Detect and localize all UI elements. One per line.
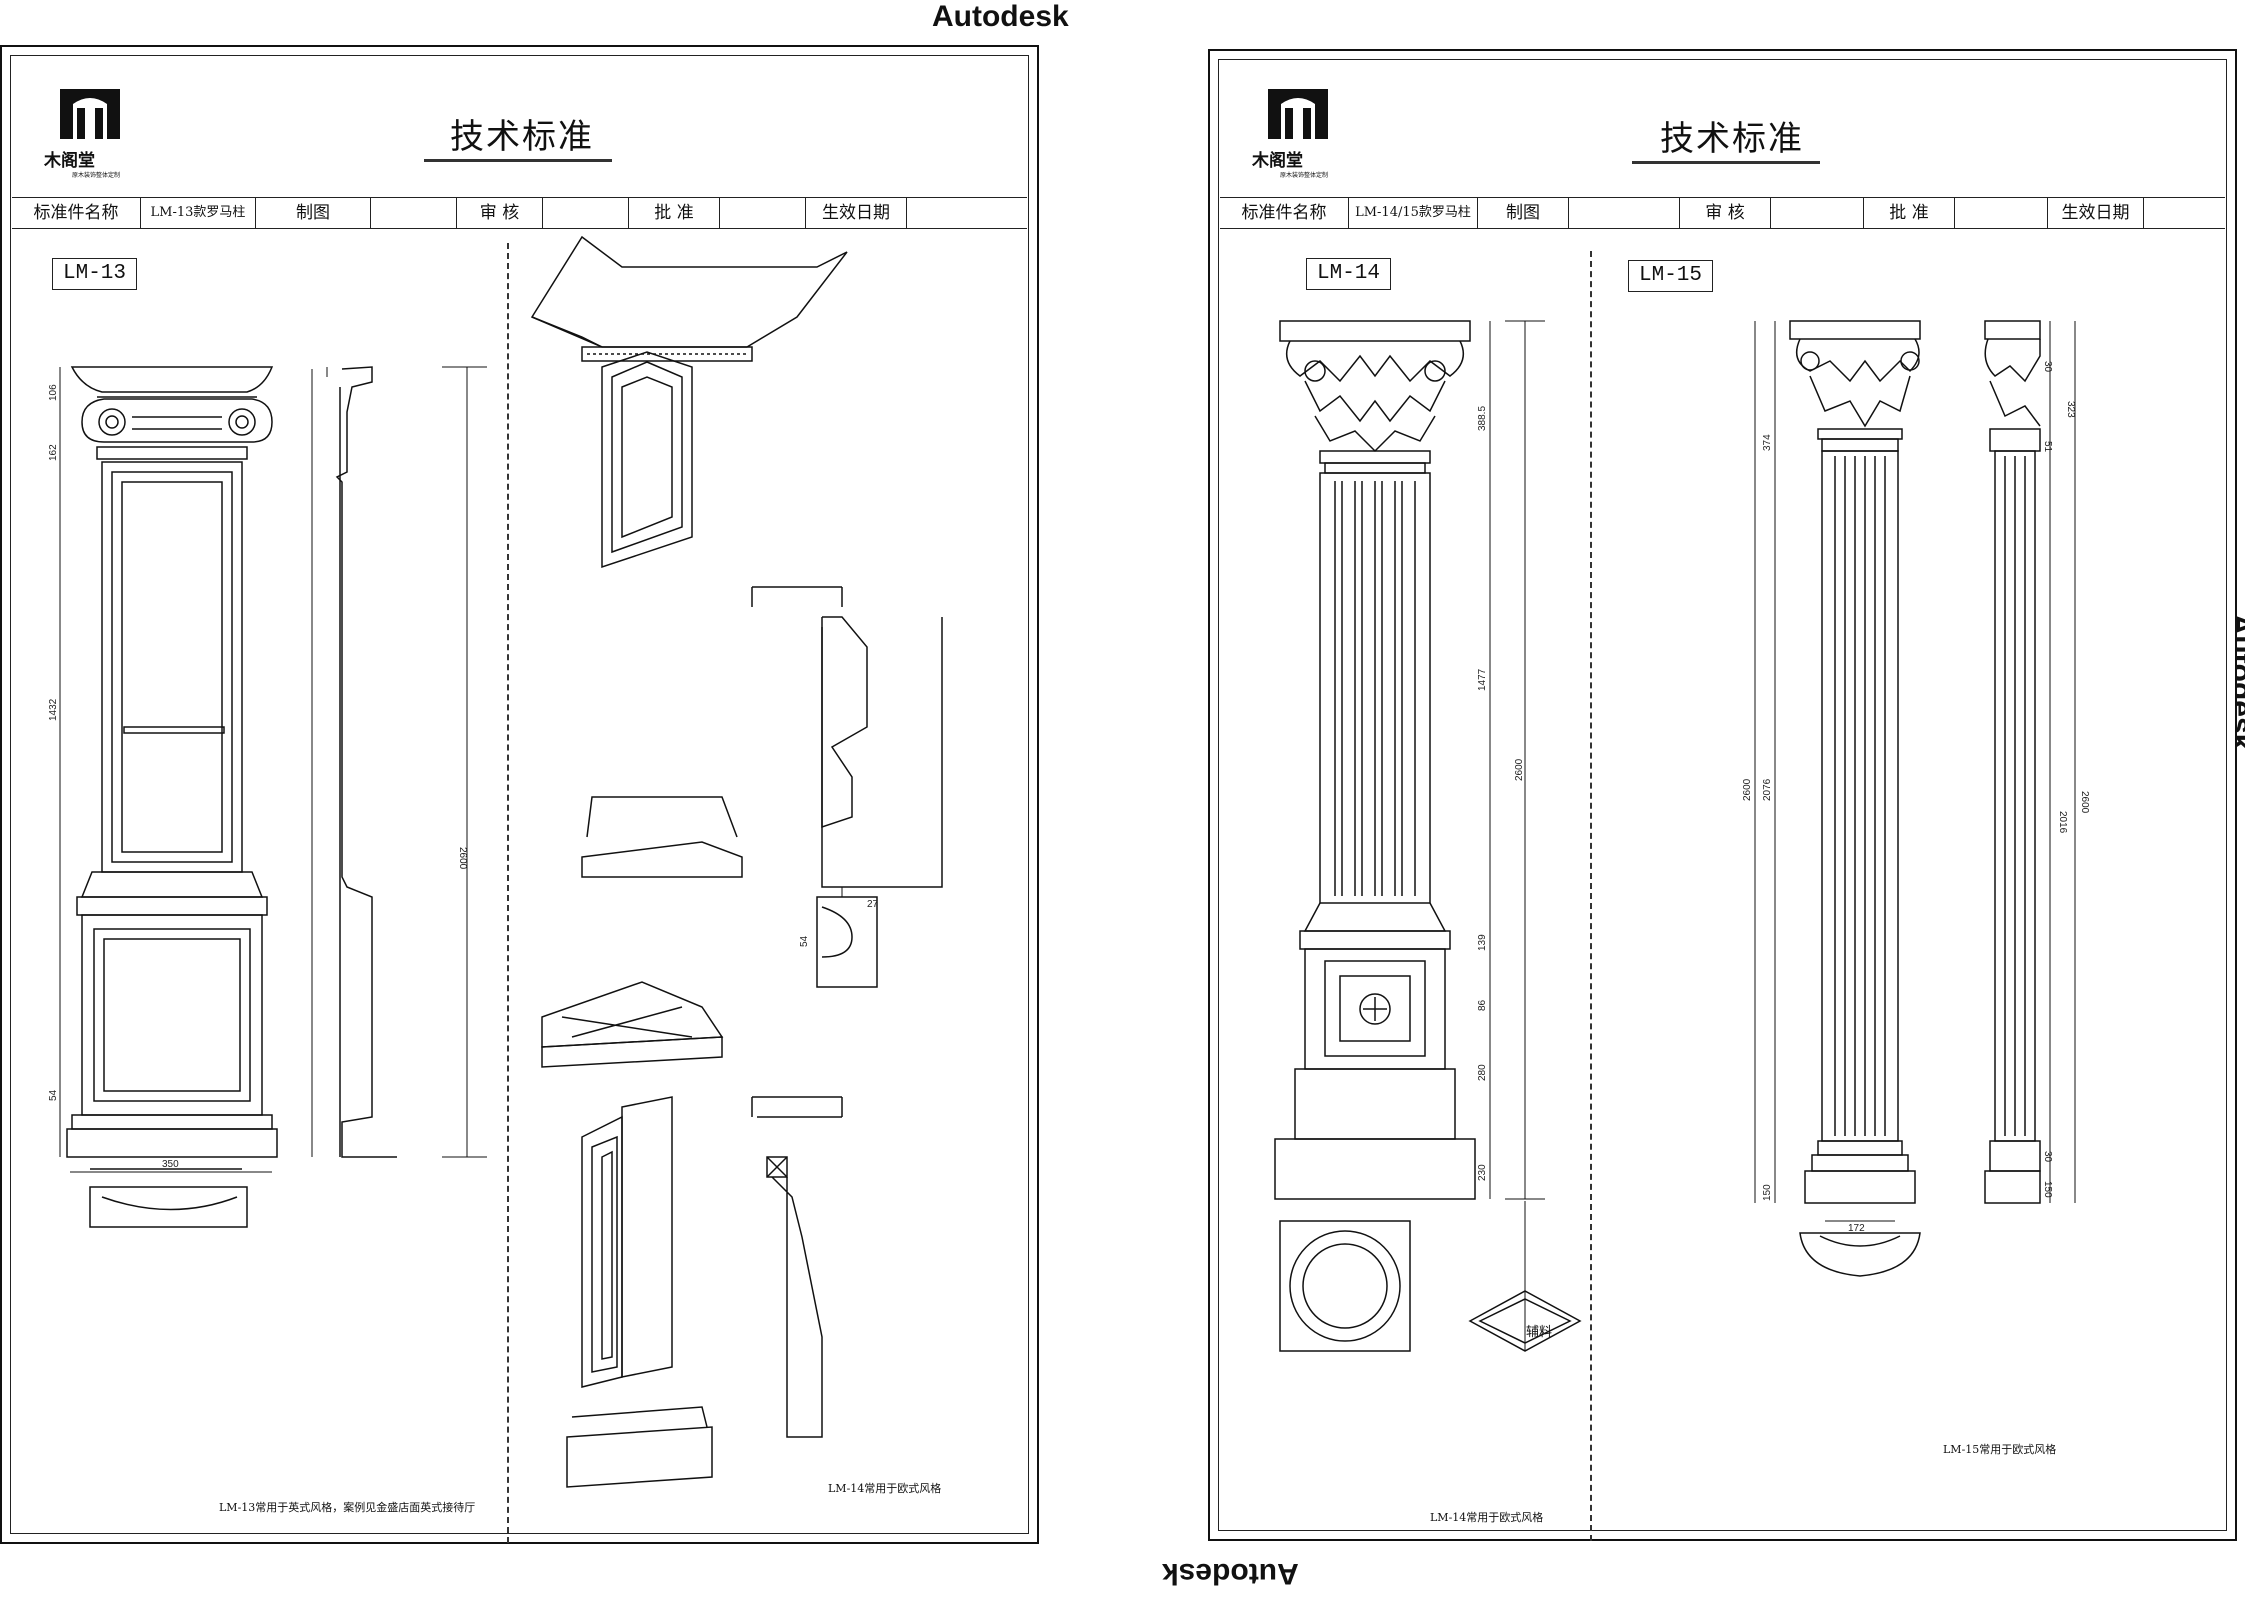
dim-350: 350: [162, 1159, 179, 1170]
logo-mark-icon: [60, 89, 120, 139]
model-label-lm14: LM-14: [1306, 258, 1392, 290]
dim-51: 51: [2042, 441, 2053, 453]
tb-value-review: [1771, 198, 1864, 228]
tb-label-part-name: 标准件名称: [12, 198, 141, 228]
dim-2076: 2076: [1762, 778, 1773, 801]
section-divider: [1590, 251, 1592, 1541]
logo-name: 木阁堂: [1252, 151, 1303, 171]
tb-value-part-name: LM-14/15款罗马柱: [1349, 198, 1478, 228]
dim-150-b: 150: [2042, 1181, 2053, 1198]
dim-2600-a: 2600: [1514, 758, 1525, 781]
dim-388-5: 388.5: [1477, 406, 1488, 431]
dim-374: 374: [1762, 434, 1773, 451]
company-logo: 木阁堂 原木装饰整体定制: [1250, 84, 1370, 184]
dim-2016: 2016: [2057, 811, 2068, 834]
tb-value-drawn: [1569, 198, 1680, 228]
tb-label-drawn: 制图: [1478, 198, 1569, 228]
tb-value-effective-date: [2144, 198, 2225, 228]
sheet-lm14-15: 木阁堂 原木装饰整体定制 技术标准 标准件名称 LM-14/15款罗马柱 制图 …: [1208, 49, 2237, 1541]
dim-162: 162: [48, 444, 59, 461]
dim-1432: 1432: [48, 698, 59, 721]
logo-mark-icon: [1268, 89, 1328, 139]
note-lm13-usage: LM-13常用于英式风格，案例见金盛店面英式接待厅: [219, 1501, 476, 1514]
dim-150: 150: [1762, 1184, 1773, 1201]
tb-value-effective-date: [907, 198, 1027, 228]
sheet-lm13: 木阁堂 原木装饰整体定制 技术标准 标准件名称 LM-13款罗马柱 制图 审 核…: [0, 45, 1039, 1544]
aux-material-label: 辅料: [1526, 1325, 1553, 1340]
lm15-column-elevation: 374 2600 2076 150 172 323 51 30 2600 201…: [1742, 320, 2090, 1277]
tb-value-approve: [720, 198, 806, 228]
title-block: 标准件名称 LM-13款罗马柱 制图 审 核 批 准 生效日期: [12, 197, 1027, 229]
tb-label-effective-date: 生效日期: [806, 198, 907, 228]
dim-54b: 54: [799, 935, 810, 947]
lm13-column-elevation: 106 162 1432 54 2600 350: [48, 366, 487, 1228]
dim-1477: 1477: [1477, 668, 1488, 691]
sheet-title: 技术标准: [1660, 119, 1804, 159]
company-logo: 木阁堂 原木装饰整体定制: [42, 84, 162, 184]
dim-172: 172: [1848, 1223, 1865, 1234]
dim-106: 106: [48, 384, 59, 401]
tb-value-approve: [1955, 198, 2048, 228]
title-block: 标准件名称 LM-14/15款罗马柱 制图 审 核 批 准 生效日期: [1220, 197, 2225, 229]
tb-label-effective-date: 生效日期: [2048, 198, 2144, 228]
dim-2600-b: 2600: [1742, 778, 1753, 801]
sheet-title: 技术标准: [450, 117, 594, 157]
model-label-lm15: LM-15: [1628, 260, 1714, 292]
dim-54: 54: [48, 1089, 59, 1101]
dim-86: 86: [1477, 999, 1488, 1011]
autodesk-label-top: Autodesk: [932, 0, 1069, 33]
dim-2600-c: 2600: [2079, 791, 2090, 814]
lm13-component-details: 27 54: [530, 235, 943, 1488]
dim-280: 280: [1477, 1064, 1488, 1081]
title-underline: [1632, 161, 1820, 164]
dim-30-top: 30: [2042, 361, 2053, 373]
tb-label-drawn: 制图: [256, 198, 371, 228]
note-lm15-usage: LM-15常用于欧式风格: [1943, 1443, 2057, 1456]
tb-label-approve: 批 准: [629, 198, 720, 228]
dim-30: 30: [2042, 1151, 2053, 1163]
model-label-lm13: LM-13: [52, 258, 138, 290]
note-lm14-usage-left: LM-14常用于欧式风格: [828, 1482, 942, 1495]
tb-value-drawn: [371, 198, 457, 228]
section-divider: [507, 243, 509, 1543]
logo-tagline: 原木装饰整体定制: [72, 172, 121, 179]
tb-label-review: 审 核: [457, 198, 543, 228]
title-underline: [424, 159, 612, 162]
tb-value-part-name: LM-13款罗马柱: [141, 198, 256, 228]
note-lm14-usage: LM-14常用于欧式风格: [1430, 1511, 1544, 1524]
dim-2600: 2600: [457, 847, 468, 870]
tb-label-approve: 批 准: [1864, 198, 1955, 228]
sheet-inner-frame: [1218, 59, 2227, 1531]
logo-name: 木阁堂: [44, 151, 95, 171]
dim-230: 230: [1477, 1164, 1488, 1181]
dim-323: 323: [2065, 401, 2076, 418]
dim-27: 27: [867, 899, 879, 910]
tb-label-review: 审 核: [1680, 198, 1771, 228]
dim-139: 139: [1477, 934, 1488, 951]
lm14-column-elevation: 388.5 1477 2600 139 86 280 230: [1274, 320, 1582, 1352]
tb-value-review: [543, 198, 629, 228]
sheet-inner-frame: [10, 55, 1029, 1534]
logo-tagline: 原木装饰整体定制: [1280, 172, 1329, 179]
tb-label-part-name: 标准件名称: [1220, 198, 1349, 228]
